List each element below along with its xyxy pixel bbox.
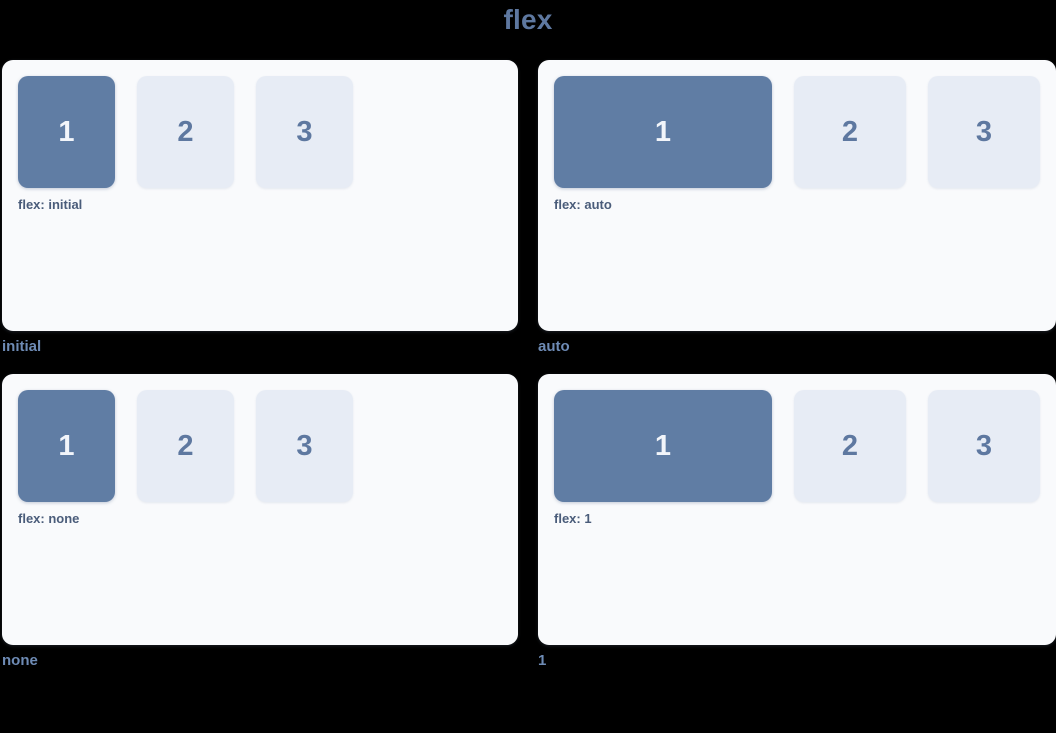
demo-cell-initial: 1 2 3 flex: initial initial bbox=[2, 60, 518, 355]
flex-item-1: 1 bbox=[18, 390, 115, 502]
flex-item-3: 3 bbox=[928, 76, 1040, 188]
panel-caption: flex: none bbox=[18, 511, 80, 526]
demo-label-one: 1 bbox=[538, 652, 547, 669]
flex-item-3: 3 bbox=[256, 76, 353, 188]
flex-container-auto: 1 2 3 bbox=[554, 76, 1040, 188]
demo-panel-none: 1 2 3 flex: none bbox=[2, 374, 518, 645]
panel-caption: flex: initial bbox=[18, 197, 83, 212]
demo-grid: 1 2 3 flex: initial initial 1 2 3 flex: … bbox=[2, 60, 1056, 669]
flex-item-2: 2 bbox=[794, 76, 906, 188]
flex-container-initial: 1 2 3 bbox=[18, 76, 502, 188]
flex-item-1: 1 bbox=[18, 76, 115, 188]
flex-container-none: 1 2 3 bbox=[18, 390, 502, 502]
demo-cell-one: 1 2 3 flex: 1 1 bbox=[538, 374, 1056, 669]
flex-item-2: 2 bbox=[794, 390, 906, 502]
page-title: flex bbox=[503, 4, 553, 35]
demo-cell-auto: 1 2 3 flex: auto auto bbox=[538, 60, 1056, 355]
flex-item-1: 1 bbox=[554, 76, 772, 188]
demo-panel-auto: 1 2 3 flex: auto bbox=[538, 60, 1056, 331]
flex-container-one: 1 2 3 bbox=[554, 390, 1040, 502]
panel-caption: flex: auto bbox=[554, 197, 612, 212]
demo-label-initial: initial bbox=[2, 338, 42, 355]
flex-item-3: 3 bbox=[256, 390, 353, 502]
demo-label-none: none bbox=[2, 652, 38, 669]
demo-cell-none: 1 2 3 flex: none none bbox=[2, 374, 518, 669]
panel-caption: flex: 1 bbox=[554, 511, 592, 526]
demo-panel-one: 1 2 3 flex: 1 bbox=[538, 374, 1056, 645]
demo-label-auto: auto bbox=[538, 338, 570, 355]
demo-panel-initial: 1 2 3 flex: initial bbox=[2, 60, 518, 331]
flex-item-3: 3 bbox=[928, 390, 1040, 502]
flex-item-2: 2 bbox=[137, 76, 234, 188]
flex-item-2: 2 bbox=[137, 390, 234, 502]
flex-item-1: 1 bbox=[554, 390, 772, 502]
